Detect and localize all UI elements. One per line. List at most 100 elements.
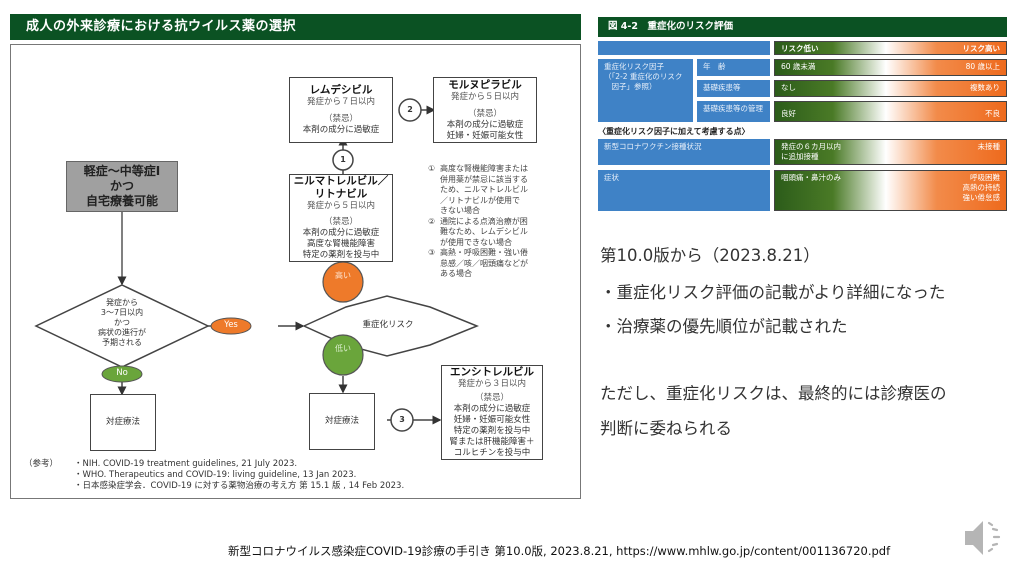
symptomatic-right-label: 対症療法	[324, 416, 359, 426]
footnote-2: ② 通院による点滴治療が困 難なため、レムデシビル が使用できない場合	[428, 217, 546, 249]
reference-item: ・NIH. COVID-19 treatment guidelines, 21 …	[74, 459, 298, 469]
additional-header: 〈重症化リスク因子に加えて考慮する点〉	[598, 127, 750, 136]
footnote-number: ②	[428, 216, 436, 226]
step-circle-1	[332, 149, 354, 171]
footnote-line: 高熱・呼吸困難・強い倦	[440, 248, 528, 257]
risk-factor-line: 因子」参照）	[604, 82, 657, 91]
contra-item: 特定の薬剤を投与中	[453, 426, 531, 436]
risk-decision-text: 重症化リスク	[362, 320, 414, 330]
decision-line: 3～7日以内	[100, 308, 144, 317]
decision-onset-text: 発症から 3～7日以内 かつ 病状の進行が 予期される	[72, 298, 172, 348]
footnote-line: 怠感／咳／咽頭痛などが	[440, 258, 528, 268]
footnote-line: 高度な腎機能障害または	[440, 164, 528, 173]
molnupiravir-box: モルヌピラビル 発症から５日以内 （禁忌） 本剤の成分に過敏症 妊婦・妊娠可能女…	[433, 77, 537, 143]
start-line: 軽症～中等症Ⅰ	[83, 164, 161, 178]
version-line: 第10.0版から（2023.8.21）	[600, 246, 820, 265]
reference-item: ・WHO. Therapeutics and COVID-19: living …	[74, 470, 357, 480]
antiviral-selection-figure: 成人の外来診療における抗ウイルス薬の選択	[10, 14, 581, 499]
symptomatic-left-label: 対症療法	[105, 417, 140, 427]
value-line: 呼吸困難	[970, 173, 1000, 182]
drug-name: モルヌピラビル	[448, 78, 522, 91]
footnote-line: ため、ニルマトレルビル	[440, 185, 528, 194]
ensitrelvir-box: エンシトレルビル 発症から３日以内 （禁忌） 本剤の成分に過敏症 妊婦・妊娠可能…	[441, 365, 543, 460]
risk-figure-title: 図 4-2 重症化のリスク評価	[598, 17, 1007, 37]
yes-label: Yes	[224, 320, 238, 330]
note-line-2: 判断に委ねられる	[600, 419, 732, 438]
note-line-1: ただし、重症化リスクは、最終的には診療医の	[600, 384, 947, 403]
step-circle-2	[398, 98, 422, 122]
footnote-text: 通院による点滴治療が困 難なため、レムデシビル が使用できない場合	[440, 217, 528, 249]
bullet-2: ・治療薬の優先順位が記載された	[600, 317, 848, 336]
drug-window: 発症から３日以内	[457, 379, 526, 389]
row-scale-management: 良好 不良	[774, 101, 1007, 122]
row-scale-age: 60 歳未満 80 歳以上	[774, 59, 1007, 76]
risk-high-label: リスク高い	[962, 44, 1001, 53]
decision-line: かつ	[114, 318, 130, 327]
low-risk-circle	[322, 334, 364, 376]
decision-line: 病状の進行が	[98, 328, 146, 337]
references-label: （参考）	[24, 459, 59, 469]
footnote-line: 通院による点滴治療が困	[440, 216, 528, 226]
drug-window: 発症から５日以内	[306, 201, 375, 211]
start-line: 自宅療養可能	[85, 194, 158, 208]
reference-item: ・日本感染症学会．COVID-19 に対する薬物治療の考え方 第 15.1 版 …	[74, 481, 405, 491]
contra-item: 妊婦・妊娠可能女性	[446, 130, 524, 141]
footnote-text: 高熱・呼吸困難・強い倦 怠感／咳／咽頭痛などが ある場合	[440, 248, 528, 280]
value-line: 高熱の持続	[962, 183, 1001, 192]
contra-item: コルヒチンを投与中	[453, 448, 531, 458]
risk-factor-line: （「2-2 重症化のリスク	[604, 72, 683, 81]
symptomatic-right-box: 対症療法	[309, 393, 375, 450]
row-low-value: 発症の６カ月以内 に追加接種	[781, 142, 841, 162]
contra-header: （禁忌）	[323, 217, 358, 227]
footnote-line: 難なため、レムデシビル	[440, 227, 528, 236]
contra-item: 本剤の成分に過敏症	[446, 119, 524, 130]
footnote-line: きない場合	[440, 206, 480, 215]
risk-factor-label-cell: 重症化リスク因子 （「2-2 重症化のリスク 因子」参照）	[598, 59, 693, 122]
contra-item: 高度な腎機能障害	[306, 239, 375, 249]
no-oval	[101, 365, 143, 383]
row-label-comorbidity: 基礎疾患等	[697, 80, 770, 97]
value-line: に追加接種	[781, 152, 819, 161]
contra-item: 妊婦・妊娠可能女性	[453, 415, 531, 425]
step-number-3: 3	[399, 415, 405, 424]
row-high-value: 呼吸困難 高熱の持続 強い倦怠感	[963, 173, 1001, 208]
row-scale-comorbidity: なし 複数あり	[774, 80, 1007, 97]
row-high-value: 未接種	[978, 142, 1001, 162]
row-low-value: なし	[781, 83, 796, 92]
footnote-line: ／リトナビルが使用で	[440, 195, 520, 205]
contra-item: 本剤の成分に過敏症	[453, 404, 531, 414]
contra-item: 本剤の成分に過敏症	[302, 228, 380, 238]
value-line: 咽頭痛・鼻汁のみ	[781, 173, 841, 182]
contra-header: （禁忌）	[467, 108, 502, 119]
header-blank-cell	[598, 41, 770, 55]
row-high-value: 複数あり	[970, 83, 1000, 92]
start-node: 軽症～中等症Ⅰ かつ 自宅療養可能	[66, 161, 178, 212]
drug-window: 発症から５日以内	[450, 91, 519, 102]
drug-name: リトナビル	[314, 188, 368, 200]
drug-name: エンシトレルビル	[450, 366, 534, 378]
drug-name: ニルマトレルビル／	[293, 175, 389, 187]
footnote-1: ① 高度な腎機能障害または 併用薬が禁忌に該当する ため、ニルマトレルビル ／リ…	[428, 164, 546, 217]
row-label-age: 年 齢	[697, 59, 770, 76]
flowchart-connectors	[34, 98, 480, 432]
bullet-1: ・重症化リスク評価の記載がより詳細になった	[600, 283, 946, 302]
risk-scale-header: リスク低い リスク高い	[774, 41, 1007, 55]
row-label-symptoms: 症状	[598, 170, 770, 211]
start-line: かつ	[109, 179, 134, 193]
contra-header: （禁忌）	[323, 114, 358, 124]
step-number-1: 1	[340, 155, 346, 164]
low-label: 低い	[335, 344, 351, 353]
step-number-2: 2	[407, 105, 413, 114]
yes-oval	[210, 317, 252, 335]
speaker-icon[interactable]	[963, 516, 1007, 560]
symptomatic-left-box: 対症療法	[90, 394, 156, 451]
row-low-value: 咽頭痛・鼻汁のみ	[781, 173, 841, 208]
references: （参考） ・NIH. COVID-19 treatment guidelines…	[24, 459, 404, 492]
footnote-line: が使用できない場合	[440, 237, 512, 247]
high-label: 高い	[335, 271, 351, 280]
contra-item: 腎または肝機能障害＋	[449, 437, 535, 447]
risk-low-label: リスク低い	[781, 44, 819, 53]
row-scale-symptoms: 咽頭痛・鼻汁のみ 呼吸困難 高熱の持続 強い倦怠感	[774, 170, 1007, 211]
high-risk-circle	[322, 261, 364, 303]
source-citation: 新型コロナウイルス感染症COVID-19診療の手引き 第10.0版, 2023.…	[228, 544, 891, 558]
